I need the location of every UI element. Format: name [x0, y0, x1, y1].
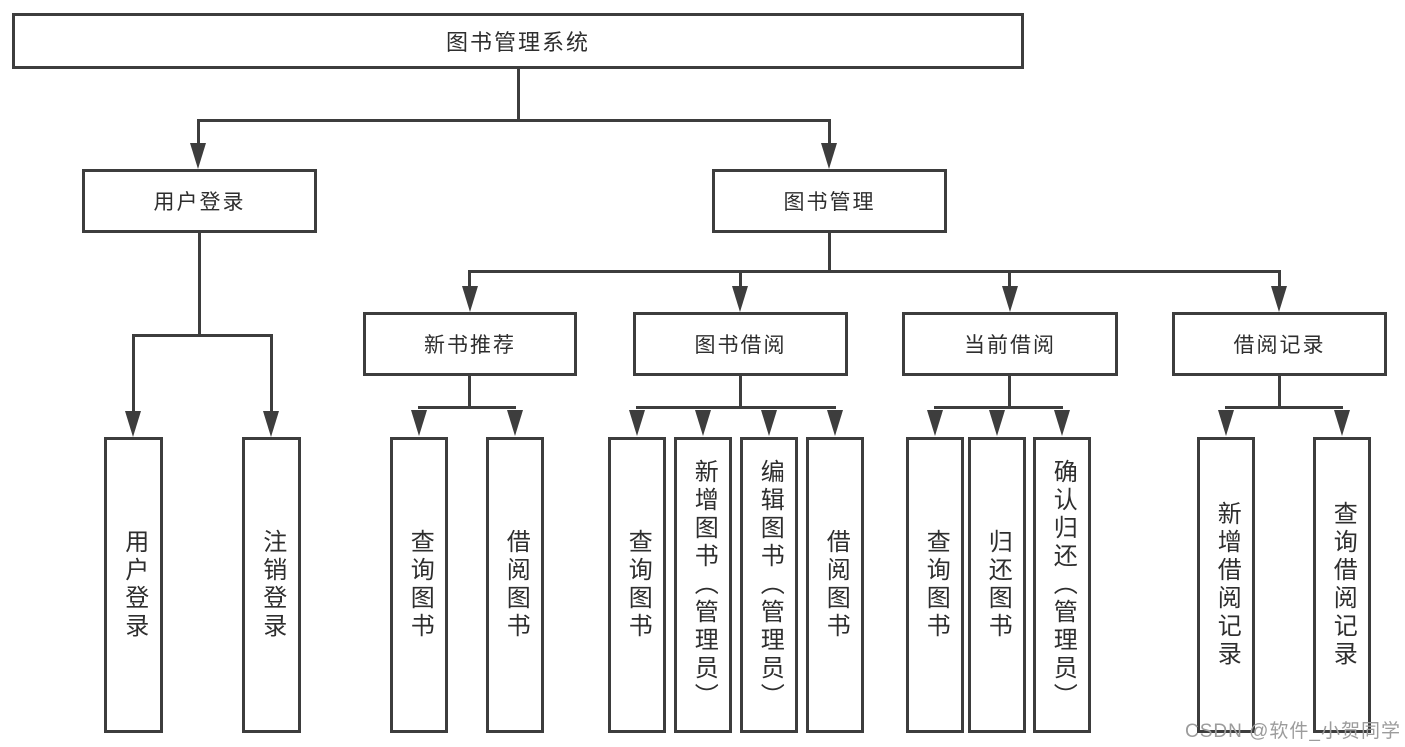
arrow-down-icon [629, 410, 645, 436]
leaf-add-books-admin-label: 新增图书（管理员） [690, 459, 718, 711]
arrow-down-icon [411, 410, 427, 436]
node-current-borrowing-label: 当前借阅 [964, 334, 1056, 357]
leaf-user-login-label: 用户登录 [120, 529, 148, 641]
connector-line [1008, 375, 1011, 409]
connector-line [517, 69, 520, 122]
connector-line [197, 119, 831, 122]
leaf-return-books: 归还图书 [968, 437, 1026, 733]
leaf-query-books-3-label: 查询图书 [922, 529, 950, 641]
arrow-down-icon [827, 410, 843, 436]
leaf-query-books-1: 查询图书 [390, 437, 448, 733]
connector-line [198, 233, 201, 336]
connector-line [739, 375, 742, 409]
arrow-down-icon [1334, 410, 1350, 436]
node-borrowing-records-label: 借阅记录 [1233, 334, 1326, 357]
connector-line [418, 406, 516, 409]
leaf-add-borrow-record: 新增借阅记录 [1197, 437, 1255, 733]
arrow-down-icon [761, 410, 777, 436]
leaf-confirm-return-admin-label: 确认归还（管理员） [1049, 459, 1077, 711]
leaf-logout-label: 注销登录 [258, 529, 286, 641]
leaf-query-borrow-record-label: 查询借阅记录 [1329, 501, 1357, 669]
arrow-down-icon [125, 411, 141, 437]
leaf-borrow-books-1: 借阅图书 [486, 437, 544, 733]
leaf-query-borrow-record: 查询借阅记录 [1313, 437, 1371, 733]
connector-line [469, 270, 1281, 273]
node-new-book-recommend-label: 新书推荐 [424, 334, 516, 357]
arrow-down-icon [695, 410, 711, 436]
node-root-label: 图书管理系统 [445, 30, 590, 55]
node-book-management: 图书管理 [712, 169, 947, 233]
arrow-down-icon [263, 411, 279, 437]
arrow-down-icon [1002, 286, 1018, 312]
arrow-down-icon [1218, 410, 1234, 436]
leaf-return-books-label: 归还图书 [984, 529, 1012, 641]
connector-line [1225, 406, 1343, 409]
leaf-edit-books-admin: 编辑图书（管理员） [740, 437, 798, 733]
connector-line [1278, 375, 1281, 409]
connector-line [468, 375, 471, 409]
node-current-borrowing: 当前借阅 [902, 312, 1118, 376]
leaf-query-books-2: 查询图书 [608, 437, 666, 733]
arrow-down-icon [732, 286, 748, 312]
connector-line [1278, 270, 1281, 292]
leaf-edit-books-admin-label: 编辑图书（管理员） [756, 459, 784, 711]
leaf-borrow-books-2-label: 借阅图书 [822, 529, 850, 641]
leaf-add-borrow-record-label: 新增借阅记录 [1213, 501, 1241, 669]
leaf-user-login: 用户登录 [104, 437, 163, 733]
arrow-down-icon [1271, 286, 1287, 312]
connector-line [132, 334, 273, 337]
node-book-management-label: 图书管理 [783, 191, 876, 214]
node-borrowing-records: 借阅记录 [1172, 312, 1387, 376]
connector-line [468, 270, 471, 292]
arrow-down-icon [989, 410, 1005, 436]
node-book-borrowing-label: 图书借阅 [694, 334, 787, 357]
arrow-down-icon [507, 410, 523, 436]
leaf-borrow-books-2: 借阅图书 [806, 437, 864, 733]
connector-line [828, 119, 831, 146]
leaf-logout: 注销登录 [242, 437, 301, 733]
node-root: 图书管理系统 [12, 13, 1024, 69]
leaf-query-books-3: 查询图书 [906, 437, 964, 733]
leaf-query-books-2-label: 查询图书 [624, 529, 652, 641]
leaf-add-books-admin: 新增图书（管理员） [674, 437, 732, 733]
leaf-query-books-1-label: 查询图书 [406, 529, 434, 641]
connector-line [1008, 270, 1011, 292]
node-user-login-label: 用户登录 [153, 191, 246, 214]
connector-line [132, 334, 135, 412]
node-new-book-recommend: 新书推荐 [363, 312, 577, 376]
leaf-borrow-books-1-label: 借阅图书 [502, 529, 530, 641]
connector-line [739, 270, 742, 292]
leaf-confirm-return-admin: 确认归还（管理员） [1033, 437, 1091, 733]
arrow-down-icon [190, 143, 206, 169]
connector-line [934, 406, 1063, 409]
arrow-down-icon [821, 143, 837, 169]
arrow-down-icon [1054, 410, 1070, 436]
connector-line [828, 233, 831, 272]
node-book-borrowing: 图书借阅 [633, 312, 848, 376]
connector-line [270, 334, 273, 412]
arrow-down-icon [462, 286, 478, 312]
arrow-down-icon [927, 410, 943, 436]
watermark: CSDN @软件_小贺同学 [1185, 721, 1401, 742]
node-user-login: 用户登录 [82, 169, 317, 233]
connector-line [197, 119, 200, 146]
connector-line [636, 406, 836, 409]
